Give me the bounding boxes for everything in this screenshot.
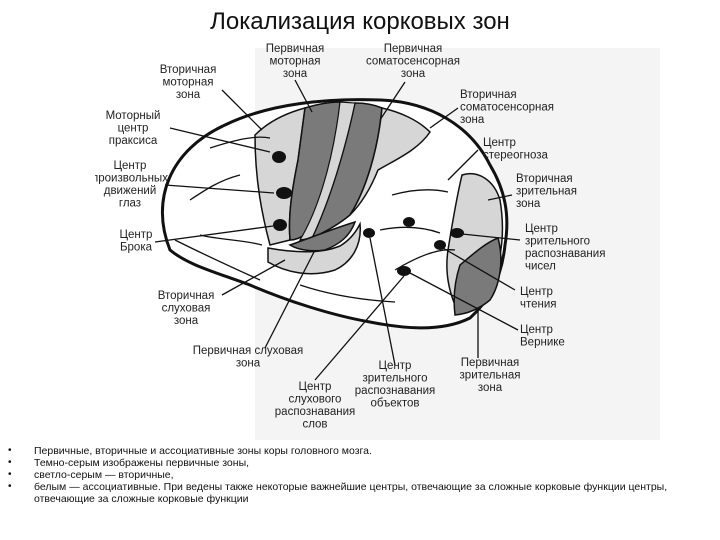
centers xyxy=(272,151,464,276)
label-line: зона xyxy=(401,68,426,80)
label-line: объектов xyxy=(371,398,420,410)
label-line: движений xyxy=(104,185,157,197)
label-line: Первичная xyxy=(266,43,325,55)
label-line: праксиса xyxy=(109,135,158,147)
label-line: слуховая xyxy=(162,303,211,315)
label-line: Центр xyxy=(520,286,553,298)
label-line: моторная xyxy=(163,77,214,89)
label-line: Центр xyxy=(114,160,147,172)
label-line: соматосенсорная xyxy=(460,102,554,114)
label-line: Вторичная xyxy=(516,173,573,185)
broca-dot xyxy=(273,219,287,231)
label-line: Центр xyxy=(379,360,412,372)
sulcus-lines xyxy=(174,136,456,303)
number-center-dot xyxy=(450,228,464,238)
label-line: зрительного xyxy=(362,373,427,385)
label-line: Вторичная xyxy=(160,64,217,76)
label-line: произвольных xyxy=(95,173,168,185)
label-line: распознавания xyxy=(275,406,355,418)
label-line: Вторичная xyxy=(158,290,215,302)
label-line: зрительная xyxy=(460,370,521,382)
motor-praxis-dot xyxy=(272,151,286,163)
caption-bullet-1: Первичные, вторичные и ассоциативные зон… xyxy=(8,445,708,457)
slide-title: Локализация корковых зон xyxy=(210,8,510,35)
label-line: глаз xyxy=(119,198,141,210)
label-line: зона xyxy=(236,358,261,370)
object-center-dot xyxy=(363,228,375,238)
label-line: Центр xyxy=(299,381,332,393)
label-line: Центр xyxy=(525,223,558,235)
label-line: зона xyxy=(174,315,199,327)
label-line: моторная xyxy=(270,56,321,68)
label-line: зрительная xyxy=(516,186,577,198)
leader-lines xyxy=(154,79,521,381)
label-line: распознавания xyxy=(525,248,605,260)
label-line: Центр xyxy=(483,137,516,149)
label-line: слухового xyxy=(289,394,342,406)
label-line: Моторный xyxy=(106,110,161,122)
label-line: зрительного xyxy=(525,236,590,248)
reading-center-dot xyxy=(434,240,446,250)
label-line: зона xyxy=(283,68,308,80)
label-line: центр xyxy=(118,123,149,135)
label-line: зона xyxy=(478,382,503,394)
caption-bullet-3: светло-серым — вторичные, xyxy=(8,469,708,481)
label-line: зона xyxy=(176,89,201,101)
stereognosis-dot xyxy=(403,217,415,227)
primary-visual-zone xyxy=(453,237,502,316)
label-line: соматосенсорная xyxy=(366,56,460,68)
caption-bullet-2: Темно-серым изображены первичные зоны, xyxy=(8,457,708,469)
label-line: чтения xyxy=(520,299,557,311)
label-line: Вернике xyxy=(520,337,565,349)
voluntary-eye-dot xyxy=(276,187,292,199)
label-line: стереогноза xyxy=(483,150,549,162)
label-line: Первичная xyxy=(461,357,520,369)
caption-bullet-4: белым — ассоциативные. При ведены также … xyxy=(8,481,708,505)
label-line: зона xyxy=(460,114,485,126)
label-line: зона xyxy=(516,198,541,210)
label-line: Вторичная xyxy=(460,89,517,101)
label-line: чисел xyxy=(525,261,556,273)
caption-list: Первичные, вторичные и ассоциативные зон… xyxy=(8,445,708,505)
label-line: Первичная xyxy=(384,43,443,55)
label-line: Первичная слуховая xyxy=(193,345,304,357)
secondary-somatosensory-zone xyxy=(349,107,431,216)
label-line: Центр xyxy=(520,324,553,336)
label-line: Брока xyxy=(120,242,153,254)
label-line: распознавания xyxy=(355,385,435,397)
label-line: Центр xyxy=(120,229,153,241)
primary-auditory-zone xyxy=(288,220,357,252)
word-center-dot xyxy=(397,266,411,276)
label-line: слов xyxy=(302,419,327,431)
